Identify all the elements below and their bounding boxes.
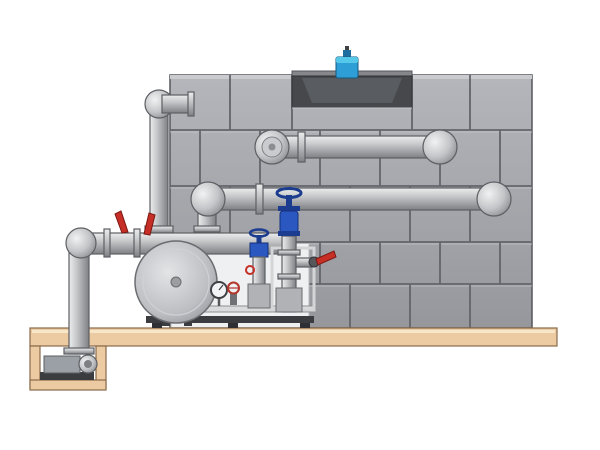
- sump-pump-body: [43, 355, 81, 374]
- sensor-cap: [336, 57, 358, 63]
- upper-distribution-pipe: Upper distribution pipe: [254, 129, 458, 165]
- level-sensor: Tank level sensor: [335, 46, 359, 79]
- header-elbow-ball-right: [476, 181, 512, 217]
- aux-pump-valve-stem: [256, 235, 262, 244]
- butterfly-valve-handle-2: [143, 212, 156, 236]
- hatch-inner-wall: [302, 78, 402, 103]
- booster-pump-casing: [275, 287, 303, 313]
- plinth-highlight: [32, 330, 555, 333]
- pressure-vessel-rim: [142, 248, 210, 316]
- header-elbow-ball-left: [190, 181, 226, 217]
- riser-top-flange: [187, 91, 195, 117]
- skid-foot-1: [152, 323, 162, 328]
- gauge-needle: [218, 284, 224, 291]
- sump-pump: Sump pump unit: [40, 354, 98, 380]
- sump-drop-pipe: [68, 249, 90, 355]
- skid-foot-3: [300, 323, 310, 328]
- pit-floor: [29, 379, 107, 391]
- riser-run: [149, 99, 169, 233]
- sensor-stem: [343, 50, 351, 58]
- lever-valve-handle: [315, 250, 337, 266]
- aux-pump-casing: [247, 283, 271, 309]
- header-stub-flange: [193, 225, 221, 233]
- header-pipe-run: [205, 187, 495, 211]
- butterfly-valve-handle-1: [114, 210, 129, 234]
- small-red-handwheel: [245, 265, 255, 275]
- upper-pipe-flange-hub: [268, 143, 276, 151]
- pressure-vessel-hub: [170, 276, 182, 288]
- skid-foot-2: [228, 323, 238, 328]
- suction-flange-1: [103, 228, 111, 258]
- drop-pipe-flange: [63, 347, 95, 355]
- tank-hatch: Tank top access opening: [291, 70, 413, 109]
- gate-valve-body: [279, 210, 299, 234]
- suction-flange-2: [133, 228, 141, 258]
- sump-pump-motor-hub: [84, 360, 92, 368]
- upper-pipe-run: [271, 135, 439, 159]
- upper-pipe-flange-ring: [297, 131, 306, 163]
- tank-horizontal-joints: [170, 129, 532, 285]
- skid-base: [146, 316, 314, 323]
- sump-pump-base: [40, 372, 94, 380]
- pump-skid: Pump and valve skid: [134, 187, 337, 328]
- vessel-support-2: [184, 318, 192, 326]
- gate-valve-top-flange: [278, 206, 300, 211]
- booster-flange-1: [277, 249, 301, 256]
- riser-top-stub: [161, 94, 191, 114]
- upper-pipe-elbow-ball: [422, 129, 458, 165]
- suction-elbow-ball: [65, 227, 97, 259]
- gate-valve-stem: [286, 195, 292, 208]
- aux-pump-valve: [249, 242, 269, 258]
- gate-valve-bottom-flange: [278, 231, 300, 236]
- floor-slab: Concrete plinth: [29, 327, 558, 347]
- sensor-tip: [345, 46, 349, 52]
- header-flange-ring: [255, 183, 264, 215]
- booster-flange-2: [277, 273, 301, 280]
- aux-valve-body: [230, 293, 237, 305]
